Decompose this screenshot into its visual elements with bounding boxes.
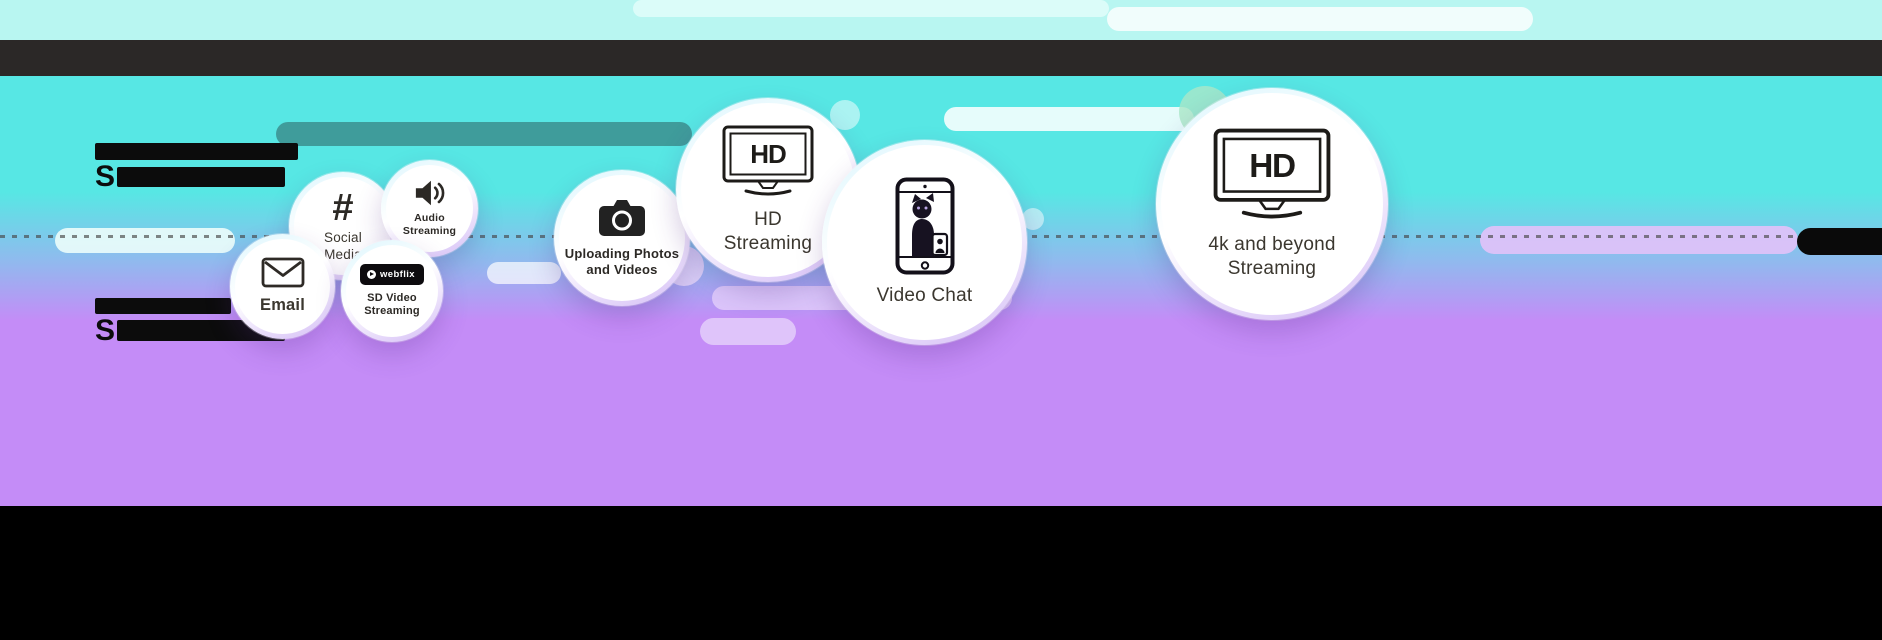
tv-hd-icon: HD (722, 125, 814, 199)
decorative-pill (276, 122, 692, 146)
redacted-text-bar (95, 143, 298, 160)
hd-badge-text: HD (1249, 148, 1295, 185)
bubble-label: SD Video Streaming (364, 291, 420, 317)
bubble-email: Email (230, 234, 335, 339)
decorative-pill (1107, 7, 1533, 31)
bubble-label: HD Streaming (723, 209, 813, 254)
bubble-audio-streaming: Audio Streaming (381, 160, 478, 257)
bubble-hd-streaming: HD HD Streaming (676, 98, 860, 282)
bubble-label: Uploading Photos and Videos (564, 246, 680, 277)
hd-badge-text: HD (750, 139, 786, 169)
decorative-pill (487, 262, 561, 284)
bubble-video-chat: Video Chat (822, 140, 1027, 345)
webflix-logo-text: webflix (379, 268, 415, 280)
redacted-heading-2: S (95, 298, 286, 347)
hashtag-icon: # (332, 187, 354, 230)
webflix-logo: webflix (359, 263, 424, 285)
top-dark-bar (0, 40, 1882, 76)
right-edge-black-pill (1797, 228, 1882, 255)
speaker-icon (414, 179, 446, 207)
decorative-circle (830, 100, 860, 130)
decorative-pill (1480, 226, 1798, 254)
redacted-heading-1: S (95, 143, 298, 193)
bubble-label: Audio Streaming (402, 212, 457, 237)
decorative-pill (944, 107, 1194, 131)
redacted-text-bar (95, 298, 231, 314)
redacted-visible-letter: S (95, 314, 116, 347)
camera-icon (598, 198, 646, 238)
bubble-label: Video Chat (876, 285, 973, 307)
redacted-text-bar (117, 166, 286, 187)
decorative-circle (1022, 208, 1044, 230)
bottom-black-band (0, 506, 1882, 640)
envelope-icon (261, 257, 305, 289)
tv-hd-icon: HD (1213, 128, 1331, 223)
redacted-text-bar (117, 320, 286, 342)
bubble-sd-video-streaming: webflix SD Video Streaming (341, 240, 443, 342)
bubble-uploading-photos-and-videos: Uploading Photos and Videos (554, 170, 690, 306)
bubble-4k-and-beyond-streaming: HD 4k and beyond Streaming (1156, 88, 1388, 320)
bubble-label: Email (259, 296, 306, 315)
decorative-pill (633, 0, 1109, 17)
play-icon (366, 269, 376, 279)
decorative-pill (700, 318, 796, 345)
bubble-label: 4k and beyond Streaming (1208, 234, 1336, 279)
decorative-pill (55, 228, 235, 253)
redacted-visible-letter: S (95, 160, 116, 193)
top-band (0, 0, 1882, 40)
phone-video-call-icon (895, 177, 955, 275)
